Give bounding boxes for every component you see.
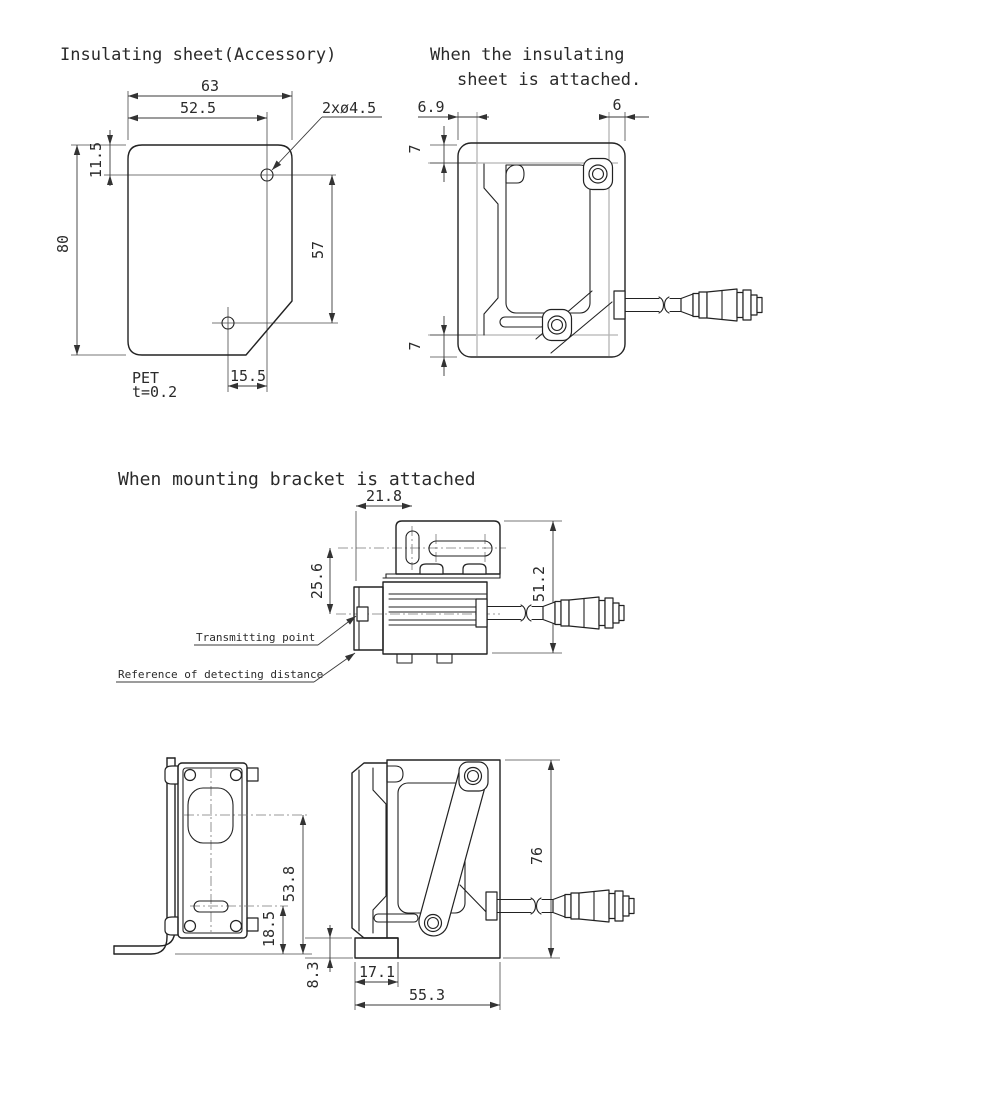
bracket-title: When mounting bracket is attached xyxy=(118,469,476,490)
sheet-dimensions: 63 52.5 2xø4.5 11.5 80 57 15.5 xyxy=(54,77,382,390)
dim-left-gap-label: 6.9 xyxy=(417,98,444,116)
dim-hole-span-label: 52.5 xyxy=(180,99,216,117)
side-channel xyxy=(483,163,499,336)
dim-right-gap-label: 6 xyxy=(612,96,621,114)
lens-window xyxy=(187,787,234,844)
corner-screw xyxy=(229,919,243,933)
bracket-front-view-drawing: 53.8 18.5 xyxy=(113,757,312,955)
sheet-attached-title-line1: When the insulating xyxy=(430,45,624,65)
right-lug-bottom xyxy=(246,917,259,932)
dim-bottom-offset-label: 15.5 xyxy=(230,367,266,385)
dim-emitter-offset-label: 25.6 xyxy=(308,563,326,599)
mounting-hole-bottom xyxy=(221,316,235,330)
window-tab xyxy=(386,765,404,783)
sheet-attached-dimensions: 6.9 6 7 7 xyxy=(406,96,649,376)
bracket-top-view-drawing: When mounting bracket is attached 21.8 2… xyxy=(116,469,625,683)
corner-screw xyxy=(183,919,197,933)
dim-height-label: 80 xyxy=(54,235,72,253)
screw-bottom xyxy=(541,308,573,342)
dim-slot-center-height-label: 18.5 xyxy=(260,911,278,947)
cable-connector xyxy=(485,889,635,923)
right-lug-top xyxy=(246,767,259,782)
sheet-attached-drawing: When the insulating sheet is attached. 6… xyxy=(406,45,763,376)
extension-lines xyxy=(71,91,338,392)
bracket-side-view-drawing: 76 8.3 17.1 55.3 xyxy=(304,759,635,1010)
side-channel xyxy=(372,767,387,934)
sensor-front-inner xyxy=(182,767,243,934)
bracket-tab-2 xyxy=(462,563,487,575)
bracket-tab-1 xyxy=(419,563,444,575)
sheet-attached-title-line2: sheet is attached. xyxy=(457,70,641,90)
thickness-label: t=0.2 xyxy=(132,383,177,401)
dim-overall-depth-label: 51.2 xyxy=(530,566,548,602)
dim-holes-label: 2xø4.5 xyxy=(322,99,376,117)
mounting-hole-top xyxy=(260,168,274,182)
bracket-foot xyxy=(354,937,399,959)
side-view-dimensions: 76 8.3 17.1 55.3 xyxy=(304,760,555,1009)
front-slot xyxy=(193,900,229,913)
chamfer-edge-1 xyxy=(550,301,613,354)
dim-top-offset-label: 11.5 xyxy=(87,142,105,178)
side-slot xyxy=(499,316,547,328)
sensor-body-outline xyxy=(457,142,626,358)
cable-connector xyxy=(475,596,625,630)
corner-screw xyxy=(229,768,243,782)
transmitting-point-label: Transmitting point xyxy=(196,631,315,644)
screw-top xyxy=(582,157,614,191)
sheet-outline xyxy=(127,144,293,356)
sensor-top-body xyxy=(382,581,488,655)
bottom-tab-1 xyxy=(396,653,413,664)
dim-overall-width-label: 55.3 xyxy=(409,986,445,1004)
dim-hole-height-label: 57 xyxy=(309,241,327,259)
sensor-front-outline xyxy=(177,762,248,939)
left-lug-top xyxy=(164,765,179,785)
dim-foot-height-label: 8.3 xyxy=(304,961,322,988)
transmitting-point-window xyxy=(356,606,369,622)
bracket-top-dimensions: 21.8 25.6 51.2 xyxy=(308,487,557,653)
corner-screw xyxy=(183,768,197,782)
bracket-slot-horizontal xyxy=(428,540,493,557)
side-window xyxy=(505,164,591,314)
insulating-sheet-drawing: Insulating sheet(Accessory) 63 52.5 2xø4… xyxy=(54,45,382,401)
reference-label: Reference of detecting distance xyxy=(118,668,323,681)
dim-bracket-depth-label: 21.8 xyxy=(366,487,402,505)
insulating-sheet-title: Insulating sheet(Accessory) xyxy=(60,45,336,65)
dim-top-gap-label: 7 xyxy=(406,144,424,153)
window-tab xyxy=(505,164,525,184)
dim-overall-height-label: 76 xyxy=(528,847,546,865)
front-block xyxy=(351,762,388,939)
side-slot xyxy=(373,913,419,923)
bracket-front-dimensions: 53.8 18.5 xyxy=(260,815,307,954)
dim-bottom-gap-label: 7 xyxy=(406,341,424,350)
bracket-slot-vertical xyxy=(405,530,420,565)
leader-labels: Transmitting point Reference of detectin… xyxy=(116,615,357,683)
dim-lens-center-height-label: 53.8 xyxy=(280,866,298,902)
bottom-tab-2 xyxy=(436,653,453,664)
dim-width-label: 63 xyxy=(201,77,219,95)
heatsink-ribs xyxy=(388,593,487,626)
cable-connector xyxy=(613,288,763,322)
dim-foot-depth-label: 17.1 xyxy=(359,963,395,981)
material-label: PET xyxy=(132,369,159,387)
left-lug-bottom xyxy=(164,916,179,936)
